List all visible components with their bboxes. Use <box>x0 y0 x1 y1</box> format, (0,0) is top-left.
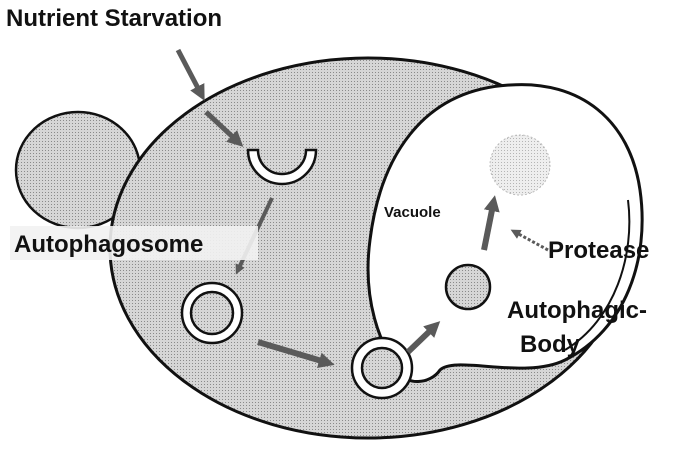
nutrient-starvation-label: Nutrient Starvation <box>6 5 222 32</box>
starvation-arrow <box>178 50 200 92</box>
autophagic-body-label-line1: Autophagic- <box>507 297 647 324</box>
autophagic-body-label-line2: Body <box>520 331 581 358</box>
autophagosome-inner <box>191 292 233 334</box>
degraded-body <box>490 135 550 195</box>
autophagosome-label: Autophagosome <box>14 231 203 258</box>
fusing-autophagosome-inner <box>362 348 402 388</box>
autophagic-body <box>446 265 490 309</box>
protease-label: Protease <box>548 237 649 264</box>
vacuole-label: Vacuole <box>384 204 441 221</box>
